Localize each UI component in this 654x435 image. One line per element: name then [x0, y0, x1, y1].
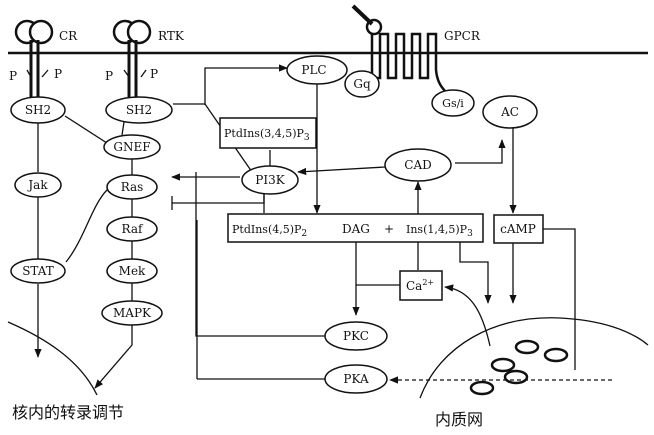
- nucleus-caption: 核内的转录调节: [12, 403, 124, 422]
- cr-phospho-left: P: [9, 69, 17, 83]
- ras-label: Ras: [121, 180, 144, 194]
- plc-label: PLC: [301, 63, 326, 77]
- rtk-phospho-left: P: [105, 69, 113, 83]
- raf-label: Raf: [122, 222, 144, 236]
- gpcr-label: GPCR: [444, 29, 481, 43]
- rtk-phospho-right: P: [150, 67, 158, 81]
- cr-receptor: [16, 21, 52, 98]
- er-boundary: [420, 318, 648, 398]
- nucleus-boundary: [8, 322, 97, 395]
- cr-label: CR: [59, 29, 78, 43]
- sh2-cr-label: SH2: [25, 103, 51, 117]
- er-caption: 内质网: [435, 410, 483, 429]
- mek-label: Mek: [119, 264, 146, 278]
- dag-label: DAG: [342, 222, 370, 236]
- gnef-label: GNEF: [113, 140, 150, 154]
- gq-label: Gq: [353, 77, 371, 91]
- pka-label: PKA: [343, 372, 369, 386]
- pi3k-label: PI3K: [255, 173, 285, 187]
- stat-label: STAT: [22, 264, 54, 278]
- pkc-label: PKC: [343, 329, 369, 343]
- plus-label: +: [384, 222, 394, 236]
- cad-label: CAD: [404, 158, 431, 172]
- camp-label: cAMP: [500, 222, 536, 236]
- mapk-label: MAPK: [113, 306, 152, 320]
- ac-label: AC: [500, 105, 519, 119]
- sh2-rtk-label: SH2: [126, 103, 152, 117]
- er-vesicles: [471, 341, 567, 394]
- rtk-receptor: [114, 21, 150, 98]
- rtk-label: RTK: [158, 29, 185, 43]
- jak-label: Jak: [26, 178, 48, 192]
- cr-phospho-right: P: [54, 67, 62, 81]
- gsi-label: Gs/i: [442, 97, 464, 110]
